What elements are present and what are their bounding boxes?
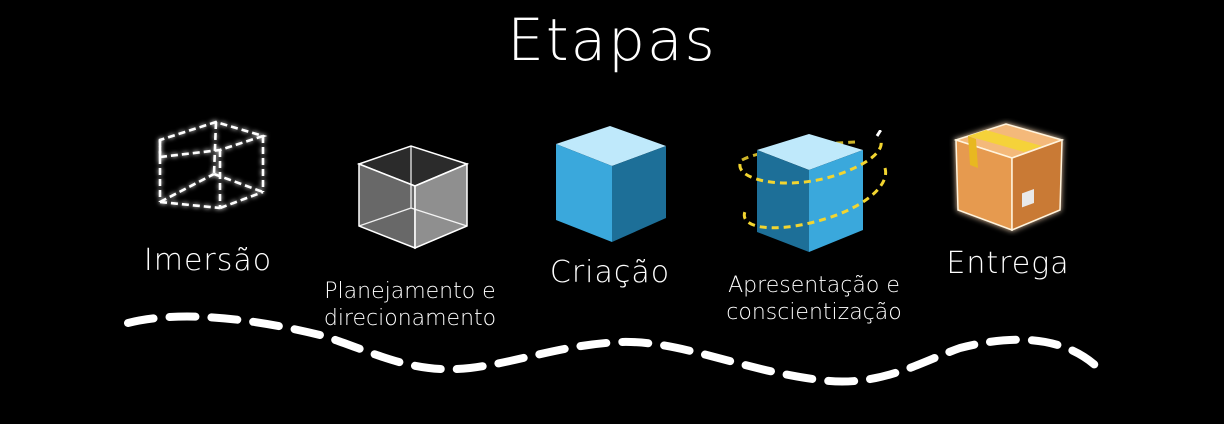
stage-label-criacao: Criação — [549, 255, 671, 290]
stage-label-planejamento: Planejamento e direcionamento — [312, 278, 508, 332]
stage-label-line: Planejamento e — [324, 279, 496, 304]
blue-cube-icon — [556, 126, 666, 242]
stage-label-line: conscientização — [726, 300, 902, 325]
page-title: Etapas — [507, 6, 717, 74]
package-box-icon — [953, 123, 1065, 232]
stage-label-imersao: Imersão — [143, 243, 273, 278]
stage-label-line: Apresentação e — [728, 273, 900, 298]
stage-label-entrega: Entrega — [946, 246, 1070, 281]
orbit-cube-icon — [738, 130, 888, 252]
glass-cube-icon — [356, 145, 470, 250]
stage-label-line: direcionamento — [323, 306, 497, 331]
wireframe-cube-icon — [158, 120, 268, 210]
stage-label-apresentacao: Apresentação e conscientização — [716, 272, 912, 326]
